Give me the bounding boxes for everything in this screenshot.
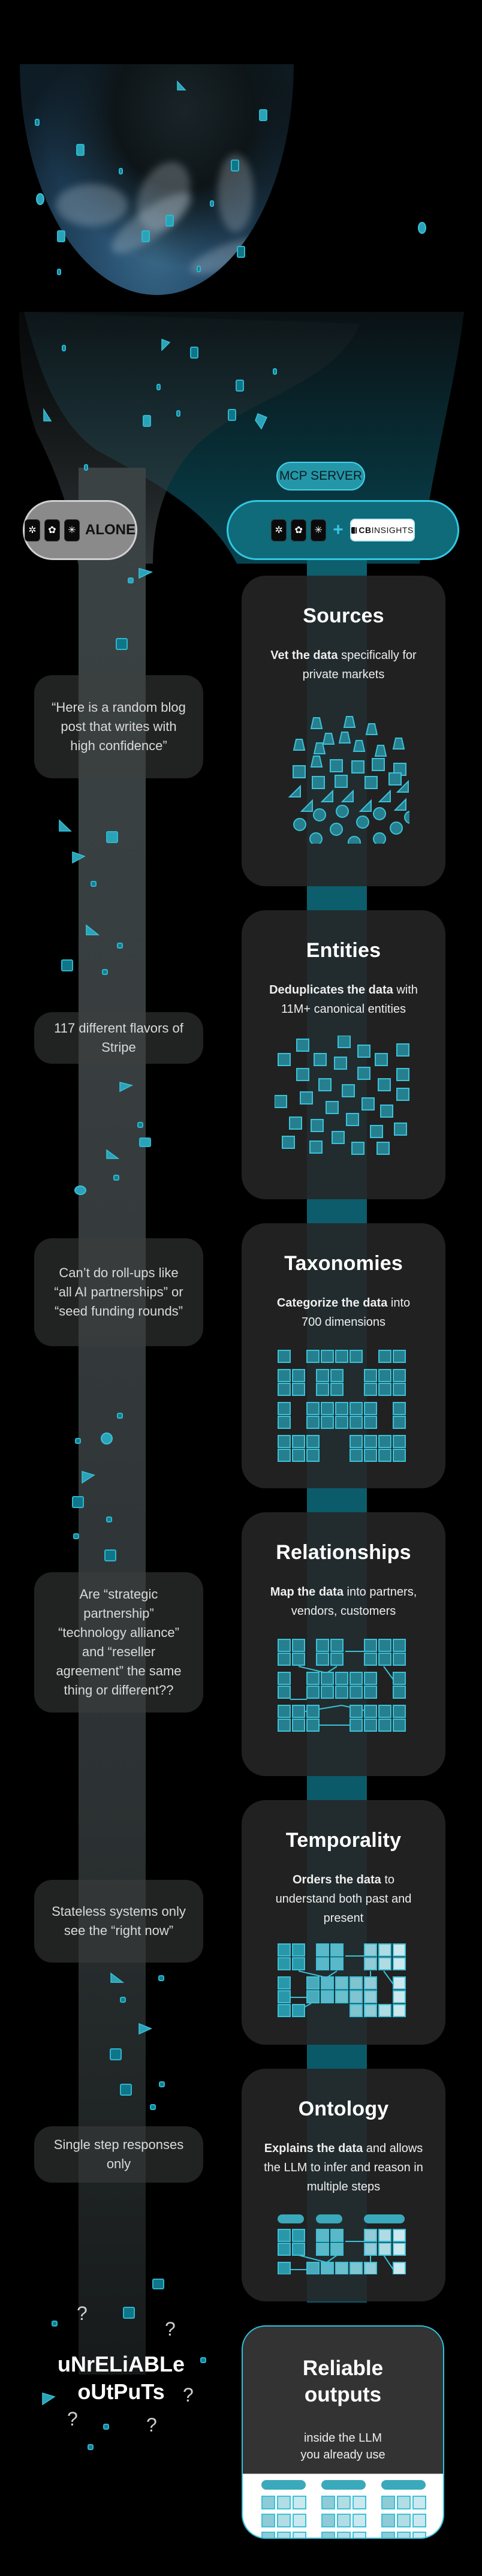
step-title: Entities [306,939,381,962]
problem-card: Single step responses only [34,2126,203,2183]
step-title: Temporality [285,1829,402,1852]
question-mark-icon: ? [146,2414,157,2436]
unreliable-outputs-label: uNrELiABLe oUtPuTs [57,2352,185,2404]
step-title: Ontology [298,2097,389,2120]
ontology-grid-icon [278,2214,409,2275]
sources-shapes-icon [278,706,417,849]
step-card-ontology: Ontology Explains the data and allows th… [242,2069,445,2301]
problem-card: Are “strategic partnership” “technology … [34,1572,203,1713]
question-mark-icon: ? [165,2318,176,2340]
problem-text: Single step responses only [53,2137,184,2171]
temporality-grid-icon [278,1943,409,2021]
reliable-outputs-card: Reliable outputs inside the LLM you alre… [242,2325,444,2539]
outputs-grid-icon [261,2480,426,2538]
question-mark-icon: ? [77,2303,88,2324]
question-mark-icon: ? [67,2408,78,2430]
step-card-sources: Sources Vet the data specifically for pr… [242,576,445,886]
mcp-server-label: MCP SERVER [279,469,363,483]
llm-alone-pill: ✲ ✿ ✳ ALONE [23,500,137,560]
openai-icon: ✿ [291,519,307,541]
step-description: Vet the data specifically for private ma… [270,649,417,681]
problem-card: 117 different flavors of Stripe [34,1012,203,1064]
step-title: Relationships [276,1541,411,1564]
mcp-server-badge: MCP SERVER [276,462,365,490]
problem-text: “Here is a random blog post that writes … [52,700,186,753]
step-title: Sources [303,604,384,627]
step-card-temporality: Temporality Orders the data to understan… [242,1800,445,2045]
step-description: Orders the data to understand both past … [275,1873,412,1925]
step-description: Categorize the data into 700 dimensions [276,1296,411,1329]
taxonomies-grid-icon [278,1350,409,1464]
step-description: Map the data into partners, vendors, cus… [270,1585,417,1618]
alone-label: ALONE [85,522,135,538]
step-card-taxonomies: Taxonomies Categorize the data into 700 … [242,1223,445,1488]
problem-card: “Here is a random blog post that writes … [34,675,203,778]
problem-text: Stateless systems only see the “right no… [52,1904,186,1938]
plus-icon: + [333,520,344,540]
cbinsights-mark-icon [351,526,357,534]
problem-card: Can’t do roll-ups like “all AI partnersh… [34,1238,203,1346]
perplexity-icon: ✲ [271,519,287,541]
step-card-entities: Entities Deduplicates the data with 11M+… [242,910,445,1199]
problem-text: 117 different flavors of Stripe [54,1021,183,1055]
outputs-grid-panel [243,2473,443,2538]
claude-icon: ✳ [64,519,80,541]
step-card-relationships: Relationships Map the data into partners… [242,1512,445,1776]
question-mark-icon: ? [183,2384,194,2406]
problem-card: Stateless systems only see the “right no… [34,1880,203,1963]
step-description: Deduplicates the data with 11M+ canonica… [269,983,418,1016]
relationships-grid-icon [278,1639,409,1735]
perplexity-icon: ✲ [25,519,40,541]
final-title: Reliable outputs [302,2357,384,2406]
openai-icon: ✿ [44,519,60,541]
entities-squares-icon [274,1035,412,1155]
problem-text: Are “strategic partnership” “technology … [56,1587,182,1698]
claude-icon: ✳ [311,519,327,541]
final-subtitle: inside the LLM you already use [300,2431,385,2461]
step-title: Taxonomies [284,1252,403,1275]
step-description: Explains the data and allows the LLM to … [264,2142,423,2193]
problem-text: Can’t do roll-ups like “all AI partnersh… [54,1265,183,1319]
